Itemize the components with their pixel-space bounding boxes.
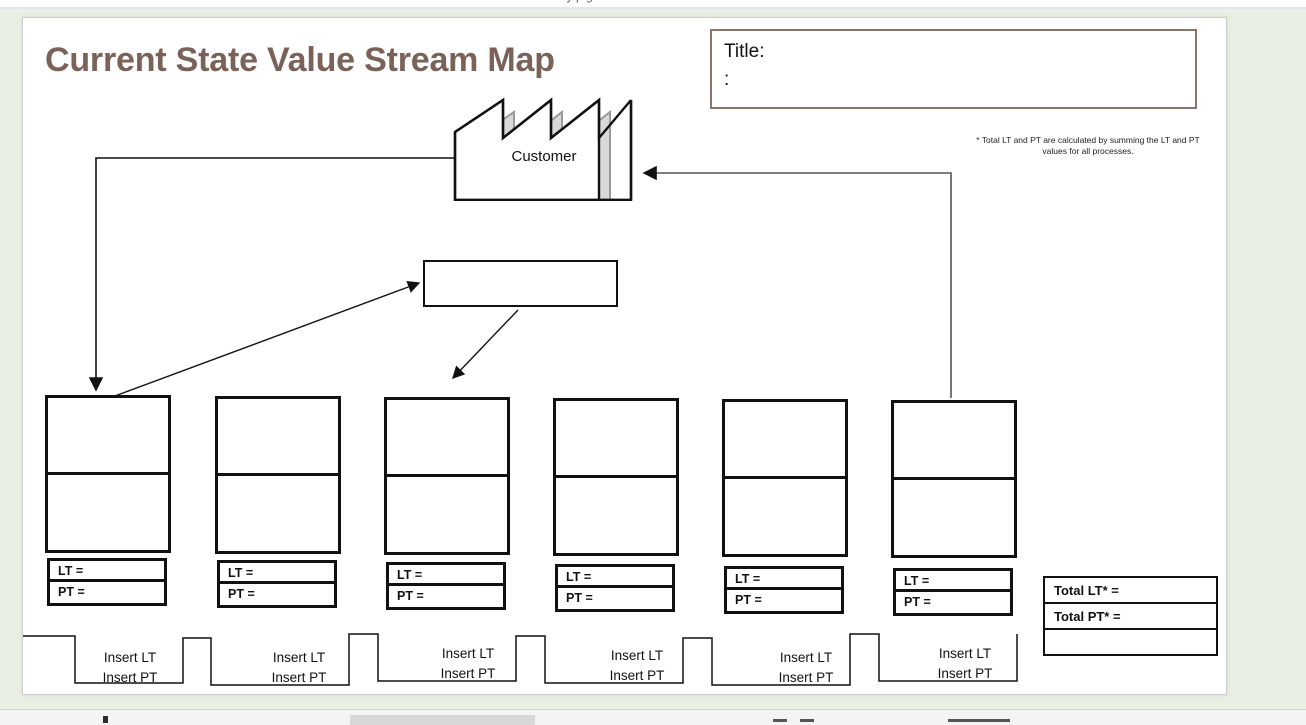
process-box[interactable] bbox=[45, 395, 171, 553]
toolbar-field[interactable] bbox=[350, 715, 535, 725]
timeline-pt: Insert PT bbox=[271, 670, 327, 685]
pt-value: PT = bbox=[397, 589, 424, 603]
process-to-customer-arrow bbox=[642, 165, 952, 398]
timeline-label: Insert LT Insert PT bbox=[562, 646, 712, 686]
info-flow-arrow-in bbox=[114, 280, 421, 397]
timeline-pt: Insert PT bbox=[609, 668, 665, 683]
pt-value: PT = bbox=[735, 593, 762, 607]
customer-to-process-arrow bbox=[88, 157, 455, 392]
lt-value: LT = bbox=[896, 571, 1010, 592]
timeline-label: Insert LT Insert PT bbox=[224, 648, 374, 688]
process-box[interactable] bbox=[722, 399, 848, 557]
title-box-line-2: : bbox=[724, 69, 730, 90]
timeline-lt: Insert LT bbox=[441, 646, 495, 661]
process-box[interactable] bbox=[384, 397, 510, 555]
totals-empty-row bbox=[1045, 630, 1216, 658]
lt-value: LT = bbox=[50, 561, 164, 582]
timeline-label: Insert LT Insert PT bbox=[55, 648, 205, 688]
totals-box[interactable]: Total LT* = Total PT* = bbox=[1043, 576, 1218, 656]
pt-value: PT = bbox=[58, 585, 85, 599]
factory-icon bbox=[453, 97, 633, 215]
process-lt-pt-box[interactable]: LT = PT = bbox=[217, 560, 337, 608]
process-box[interactable] bbox=[891, 400, 1017, 558]
toolbar-plus-icon[interactable] bbox=[800, 719, 814, 722]
toolbar-pin-icon[interactable] bbox=[103, 716, 108, 723]
title-box-line-1: Title: bbox=[724, 41, 765, 62]
process-box-divider bbox=[556, 475, 676, 478]
process-box-divider bbox=[218, 473, 338, 476]
timeline-lt: Insert LT bbox=[103, 650, 157, 665]
process-box-divider bbox=[387, 474, 507, 477]
total-lt-row: Total LT* = bbox=[1045, 578, 1216, 604]
total-pt-row: Total PT* = bbox=[1045, 604, 1216, 630]
title-input-box[interactable]: Title: : bbox=[710, 29, 1197, 109]
lt-value: LT = bbox=[220, 563, 334, 584]
lt-value: LT = bbox=[389, 565, 503, 586]
timeline-pt: Insert PT bbox=[778, 670, 834, 685]
timeline-lt: Insert LT bbox=[938, 646, 992, 661]
process-lt-pt-box[interactable]: LT = PT = bbox=[555, 564, 675, 612]
lt-value: LT = bbox=[558, 567, 672, 588]
production-control-box[interactable] bbox=[423, 260, 618, 307]
process-lt-pt-box[interactable]: LT = PT = bbox=[893, 568, 1013, 616]
process-box[interactable] bbox=[553, 398, 679, 556]
clipped-top-text: ay p g bbox=[560, 0, 593, 3]
timeline-pt: Insert PT bbox=[102, 670, 158, 685]
info-flow-arrow-out bbox=[452, 309, 519, 380]
slide-canvas[interactable]: Current State Value Stream Map Title: : … bbox=[22, 17, 1227, 695]
footnote-text: * Total LT and PT are calculated by summ… bbox=[976, 135, 1200, 156]
clipped-bottom-toolbar[interactable] bbox=[0, 709, 1306, 725]
process-box-divider bbox=[725, 476, 845, 479]
pt-value: PT = bbox=[228, 587, 255, 601]
process-box-divider bbox=[48, 472, 168, 475]
process-box-divider bbox=[894, 477, 1014, 480]
timeline-label: Insert LT Insert PT bbox=[890, 644, 1040, 684]
pt-value: PT = bbox=[566, 591, 593, 605]
timeline-label: Insert LT Insert PT bbox=[731, 648, 881, 688]
pt-value: PT = bbox=[904, 595, 931, 609]
timeline-lt: Insert LT bbox=[779, 650, 833, 665]
timeline-lt: Insert LT bbox=[272, 650, 326, 665]
timeline-lt: Insert LT bbox=[610, 648, 664, 663]
customer-factory-shape[interactable]: Customer bbox=[451, 82, 637, 215]
process-lt-pt-box[interactable]: LT = PT = bbox=[724, 566, 844, 614]
lt-value: LT = bbox=[727, 569, 841, 590]
customer-label: Customer bbox=[511, 148, 577, 165]
page-title: Current State Value Stream Map bbox=[45, 41, 555, 79]
timeline-pt: Insert PT bbox=[937, 666, 993, 681]
toolbar-slider[interactable] bbox=[948, 719, 1010, 722]
process-lt-pt-box[interactable]: LT = PT = bbox=[47, 558, 167, 606]
toolbar-minus-icon[interactable] bbox=[773, 719, 787, 722]
timeline-pt: Insert PT bbox=[440, 666, 496, 681]
process-box[interactable] bbox=[215, 396, 341, 554]
process-lt-pt-box[interactable]: LT = PT = bbox=[386, 562, 506, 610]
timeline-label: Insert LT Insert PT bbox=[393, 644, 543, 684]
window-top-shadow bbox=[0, 7, 1306, 12]
clipped-top-text-strip: ay p g bbox=[0, 0, 1306, 7]
